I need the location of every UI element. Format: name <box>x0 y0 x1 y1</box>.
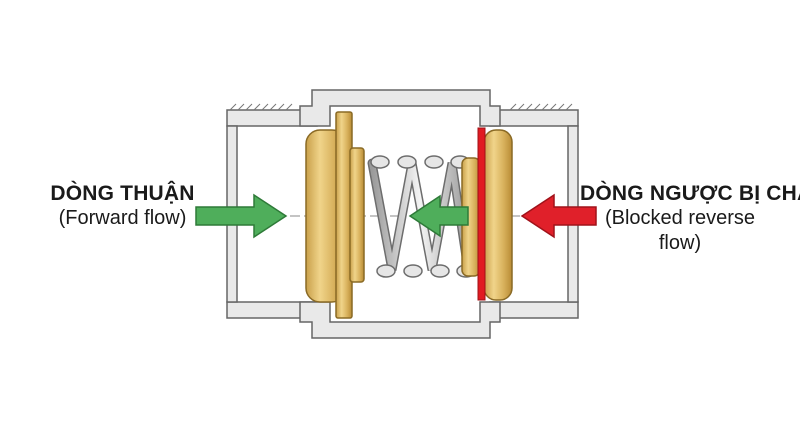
thread-marks <box>229 103 573 111</box>
reverse-flow-subtitle-line1: (Blocked reverse <box>604 207 756 229</box>
forward-flow-title: DÒNG THUẬN <box>50 182 195 205</box>
right-brass-disc <box>461 129 513 301</box>
red-seal <box>477 127 486 301</box>
spring-coil-tops <box>370 155 476 278</box>
internal-flow-arrow-icon <box>408 194 469 238</box>
reverse-flow-title: DÒNG NGƯỢC BỊ CHẶN <box>580 182 800 205</box>
forward-flow-subtitle: (Forward flow) <box>58 207 187 229</box>
forward-flow-arrow-icon <box>195 193 288 239</box>
reverse-flow-subtitle-line2: flow) <box>658 232 702 254</box>
forward-flow-label: DÒNG THUẬN (Forward flow) <box>40 182 205 231</box>
left-brass-seat <box>305 111 365 319</box>
reverse-flow-label: DÒNG NGƯỢC BỊ CHẶN (Blocked reverse flow… <box>580 182 800 256</box>
reverse-flow-arrow-icon <box>520 193 597 239</box>
